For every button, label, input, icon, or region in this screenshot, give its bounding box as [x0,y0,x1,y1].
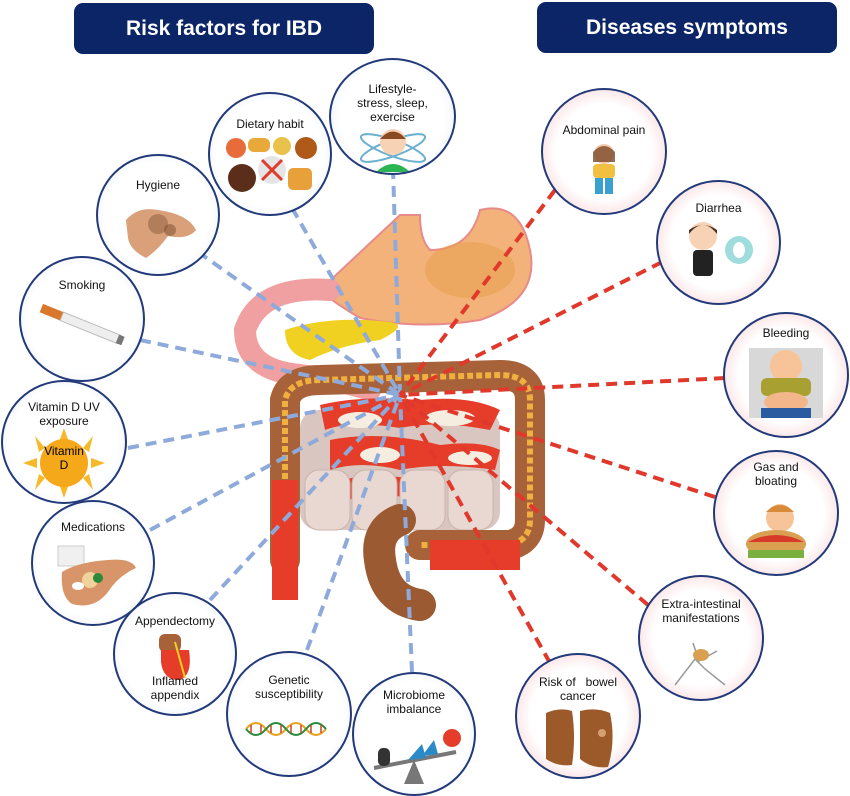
risk-connector-smoking [139,338,401,397]
symptom-connector-extra-intestinal [398,393,650,607]
risk-connector-lifestyle [391,167,402,396]
vitamin-d-sun-label: Vitamin D [44,444,84,472]
symptom-connector-diarrhea [399,260,663,397]
risk-connector-microbiome [398,394,414,673]
inflamed-appendix-label: Inflamed appendix [150,674,200,702]
symptom-connector-gas [399,393,716,499]
symptom-extra-intestinal-label: Extra-intestinal manifestations [661,597,741,625]
risk-diet-label: Dietary habit [236,117,304,131]
microbe-seesaw-icon [364,724,464,789]
risk-medications-circle: Medications [31,500,155,626]
bowel-tissue-icon [540,707,616,774]
inflamed-colon-right [430,540,520,570]
diarrhea-person-icon [679,220,759,285]
risk-hygiene-circle: Hygiene [96,154,220,276]
symptom-extra-intestinal-circle: Extra-intestinal manifestations [638,575,764,701]
symptom-connector-cancer [398,394,552,664]
risk-hygiene-label: Hygiene [135,178,181,192]
risk-appendectomy-label: Appendectomy [134,614,216,628]
risk-lifestyle-circle: Lifestyle- stress, sleep, exercise [329,58,456,175]
inflamed-colon-left [272,480,298,600]
dna-helix-icon [244,719,334,744]
risk-diet-circle: Dietary habit [208,92,332,216]
risk-smoking-circle: Smoking [19,256,145,382]
symptom-abdominal-pain-circle: Abdominal pain [541,88,667,215]
risk-connector-genetic [305,394,402,651]
risk-connectors [127,167,414,673]
symptom-bowel-cancer-circle: Risk of bowel cancer [515,653,641,779]
symptom-gas-bloating-circle: Gas and bloating [713,450,839,576]
risk-medications-label: Medications [60,520,126,534]
symptom-gas-bloating-label: Gas and bloating [753,460,799,488]
symptoms-header: Diseases symptoms [537,2,837,53]
symptom-connector-abdominal-pain [398,188,557,397]
risk-factors-header: Risk factors for IBD [74,3,374,54]
risk-genetic-circle: Genetic susceptibility [226,651,352,777]
pancreas [285,319,398,360]
symptom-connector-bleeding [399,376,726,397]
risk-vitamin-d-label: Vitamin D UV exposure [28,400,100,428]
risk-connector-medications [149,393,401,532]
symptom-abdominal-pain-label: Abdominal pain [562,123,646,137]
symptom-connectors [398,188,726,664]
symptoms-title: Diseases symptoms [586,15,788,39]
symptom-bleeding-label: Bleeding [762,326,810,340]
cigarette-icon [34,300,130,355]
risk-factors-title: Risk factors for IBD [125,16,323,40]
risk-smoking-label: Smoking [58,278,106,292]
bloated-person-icon [736,502,816,567]
risk-connector-hygiene [196,250,402,397]
risk-connector-vitamin-d [127,393,401,450]
digestive-system-illustration [127,167,726,673]
sigmoid-colon [363,504,436,621]
risk-microbiome-label: Microbiome imbalance [382,688,445,716]
joint-icon [671,639,731,694]
meditating-person-icon [358,122,428,173]
bleeding-person-icon [741,344,831,429]
dirty-hand-icon [118,200,198,265]
risk-genetic-label: Genetic susceptibility [254,673,324,701]
pills-in-hand-icon [48,542,138,617]
risk-connector-appendectomy [208,393,402,602]
symptom-diarrhea-label: Diarrhea [695,201,742,215]
symptom-bowel-cancer-label: Risk of bowel cancer [538,675,618,703]
risk-vitamin-d-circle: Vitamin D UV exposure Vitamin D [1,380,127,504]
symptom-bleeding-circle: Bleeding [723,312,849,438]
sun-icon: Vitamin D [23,428,105,498]
risk-microbiome-circle: Microbiome imbalance [352,672,476,796]
inflamed-appendix-icon [145,632,205,687]
junk-food-icon [222,136,318,199]
abdominal-pain-person-icon [579,142,629,202]
symptom-diarrhea-circle: Diarrhea [656,180,781,305]
risk-appendectomy-circle: Appendectomy Inflamed appendix [113,592,237,716]
risk-lifestyle-label: Lifestyle- stress, sleep, exercise [357,82,428,124]
